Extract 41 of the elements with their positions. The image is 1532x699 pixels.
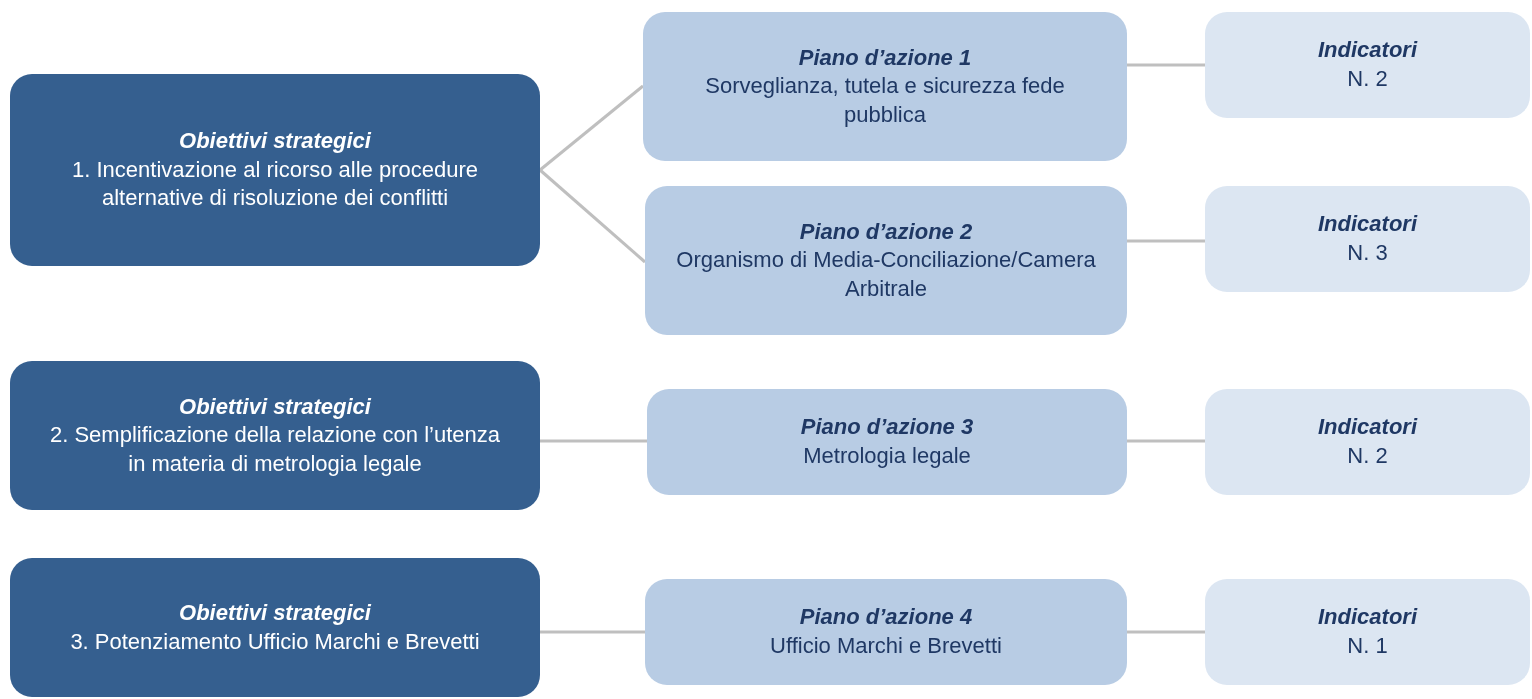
connector-line	[1127, 439, 1205, 443]
box-text: N. 3	[1347, 239, 1388, 267]
action-plan-box	[645, 186, 1127, 335]
connector-line	[539, 84, 644, 172]
box-heading: Indicatori	[1318, 36, 1417, 65]
box-text: Ufficio Marchi e Brevetti	[770, 632, 1002, 660]
indicator-box	[1205, 12, 1530, 118]
box-text: 3. Potenziamento Ufficio Marchi e Brevetti	[70, 627, 480, 656]
box-text: 2. Semplificazione della relazione con l’utenza in materia di metrologia legale	[48, 421, 501, 478]
box-heading: Indicatori	[1318, 413, 1417, 442]
box-heading: Indicatori	[1318, 603, 1417, 632]
box-heading: Piano d’azione 1	[798, 43, 972, 72]
box-text: N. 2	[1347, 442, 1388, 470]
box-text: N. 1	[1347, 632, 1388, 660]
goal-box	[10, 361, 540, 510]
indicator-box	[1205, 579, 1530, 685]
connector-line	[539, 168, 646, 264]
box-heading: Obiettivi strategici	[179, 598, 371, 627]
box-heading: Piano d’azione 3	[800, 413, 974, 442]
indicator-box	[1205, 389, 1530, 495]
indicator-box	[1205, 186, 1530, 292]
connector-line	[540, 439, 647, 443]
box-text: Sorveglianza, tutela e sicurezza fede pubblica	[704, 72, 1066, 129]
box-heading: Indicatori	[1318, 210, 1417, 239]
box-text: Organismo di Media-Conciliazione/Camera Arbitrale	[675, 246, 1097, 303]
box-text: Metrologia legale	[803, 442, 971, 470]
box-text: 1. Incentivazione al ricorso alle procedure alternative di risoluzione dei conflitti	[71, 155, 479, 213]
goal-box	[10, 558, 540, 697]
box-heading: Piano d’azione 2	[799, 217, 973, 246]
action-plan-box	[645, 579, 1127, 685]
box-heading: Obiettivi strategici	[179, 127, 371, 156]
action-plan-box	[647, 389, 1127, 495]
connector-line	[1127, 630, 1205, 634]
connector-line	[540, 630, 645, 634]
connector-line	[1127, 63, 1205, 67]
box-heading: Obiettivi strategici	[179, 392, 371, 421]
action-plan-box	[643, 12, 1127, 161]
connector-line	[1127, 239, 1205, 243]
goal-box	[10, 74, 540, 266]
box-heading: Piano d’azione 4	[799, 603, 973, 632]
box-text: N. 2	[1347, 65, 1388, 93]
